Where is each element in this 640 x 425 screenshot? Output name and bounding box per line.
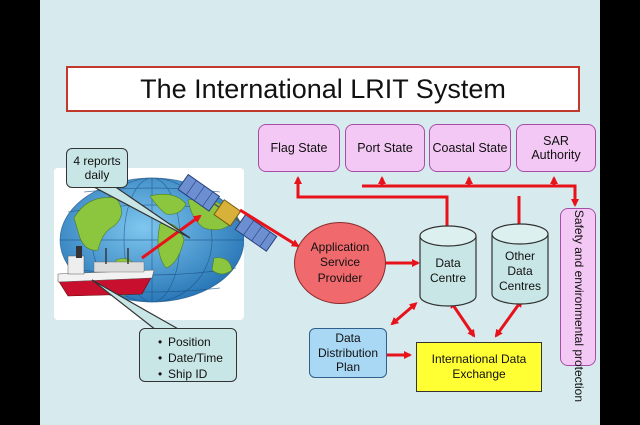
safety-environment-box: Safety and environmental protection xyxy=(560,208,596,402)
other-data-centres-text: Other Data Centres xyxy=(498,248,542,293)
data-centre-label: Data Centre xyxy=(418,246,478,296)
ship-info-list: Position Date/Time Ship ID xyxy=(154,334,230,382)
ship-info-item: Ship ID xyxy=(158,366,230,382)
data-distribution-plan: Data Distribution Plan xyxy=(309,328,387,378)
coastal-state-box: Coastal State xyxy=(429,124,511,172)
globe-ship-image xyxy=(54,168,244,320)
ship-info-item: Date/Time xyxy=(158,350,230,366)
flag-state-box: Flag State xyxy=(258,124,340,172)
page-title: The International LRIT System xyxy=(66,66,580,112)
reports-callout-text: 4 reports daily xyxy=(73,153,121,182)
ship-info-callout: Position Date/Time Ship ID xyxy=(139,328,237,382)
ide-label: International Data Exchange xyxy=(431,352,527,381)
application-service-provider: Application Service Provider xyxy=(294,222,386,304)
reports-callout: 4 reports daily xyxy=(66,148,128,188)
globe-illustration xyxy=(57,177,244,303)
other-data-centres-cylinder xyxy=(491,223,549,305)
ship-illustration xyxy=(57,246,155,297)
data-centre-cylinder xyxy=(419,225,477,307)
sar-authority-box: SAR Authority xyxy=(516,124,596,172)
ship-info-item: Position xyxy=(158,334,230,350)
ddp-label: Data Distribution Plan xyxy=(317,331,379,375)
other-data-centres-label: Other Data Centres xyxy=(490,244,550,298)
satellite-icon xyxy=(178,173,278,252)
data-centre-text: Data Centre xyxy=(429,256,467,285)
port-state-box: Port State xyxy=(345,124,425,172)
international-data-exchange: International Data Exchange xyxy=(416,342,542,392)
asp-label: Application Service Provider xyxy=(310,239,370,285)
